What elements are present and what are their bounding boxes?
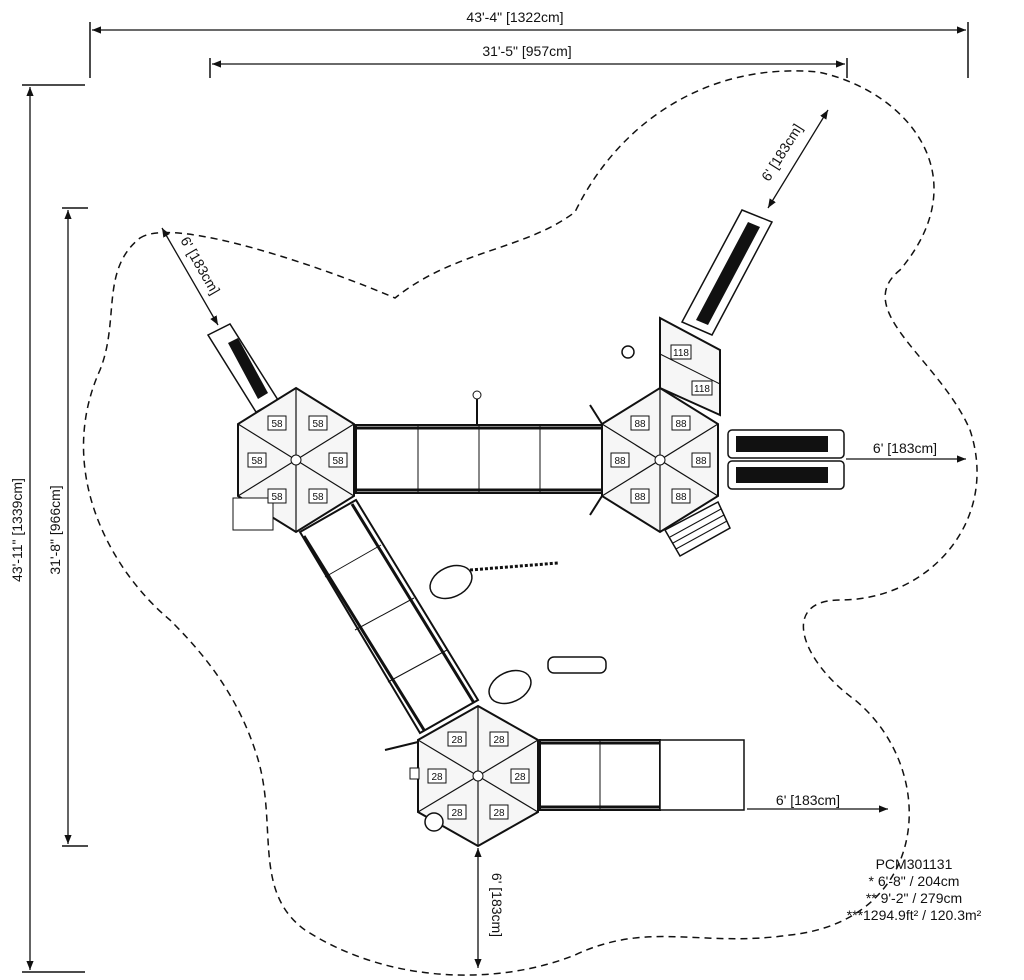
deck-height-label: 118 bbox=[673, 348, 689, 359]
zone-dimension-right: 6' [183cm] bbox=[846, 440, 966, 463]
deck-height-label: 28 bbox=[514, 772, 526, 783]
slide-top-left bbox=[206, 323, 280, 413]
bridge-bottom bbox=[539, 739, 745, 811]
spec-line-3: ***1294.9ft² / 120.3m² bbox=[846, 907, 982, 923]
deck-height-label: 88 bbox=[675, 492, 687, 503]
deck-height-label: 118 bbox=[694, 384, 710, 395]
overall-depth-dimension: 43'-11" [1339cm] bbox=[9, 84, 85, 973]
deck-height-label: 88 bbox=[614, 456, 626, 467]
use-zone-outline bbox=[82, 70, 978, 976]
zone-label-bottom-right: 6' [183cm] bbox=[776, 792, 840, 808]
deck-height-label: 88 bbox=[675, 419, 687, 430]
swing-seats bbox=[429, 561, 607, 705]
overall-depth-label: 43'-11" [1339cm] bbox=[9, 478, 25, 582]
deck-height-label: 28 bbox=[451, 735, 463, 746]
overall-width-dimension: 43'-4" [1322cm] bbox=[89, 9, 969, 78]
deck-height-labels-left: 58 58 58 58 58 58 bbox=[247, 415, 348, 504]
zone-dimension-bottom: 6' [183cm] bbox=[474, 848, 505, 968]
bridge-diagonal bbox=[298, 498, 480, 735]
structure-depth-dimension: 31'-8" [966cm] bbox=[47, 207, 88, 847]
deck-height-label: 88 bbox=[695, 456, 707, 467]
spec-line-2: ** 9'-2" / 279cm bbox=[865, 890, 963, 906]
zone-dimension-bottom-right: 6' [183cm] bbox=[747, 792, 888, 813]
zone-dimension-top-left: 6' [183cm] bbox=[161, 227, 223, 326]
zone-label-bottom: 6' [183cm] bbox=[489, 873, 505, 937]
deck-height-label: 58 bbox=[251, 456, 263, 467]
deck-height-label: 28 bbox=[493, 808, 505, 819]
zone-dimension-top-right: 6' [183cm] bbox=[758, 109, 829, 209]
deck-height-labels-bottom: 28 28 28 28 28 28 bbox=[427, 731, 530, 820]
zone-label-top-right: 6' [183cm] bbox=[758, 121, 806, 184]
deck-height-label: 58 bbox=[271, 492, 283, 503]
deck-height-label: 58 bbox=[312, 419, 324, 430]
deck-upper-right: 118 118 bbox=[621, 316, 721, 417]
deck-height-label: 58 bbox=[332, 456, 344, 467]
overall-width-label: 43'-4" [1322cm] bbox=[466, 9, 563, 25]
slide-right-double bbox=[727, 429, 845, 490]
deck-height-label: 58 bbox=[271, 419, 283, 430]
zone-label-right: 6' [183cm] bbox=[873, 440, 937, 456]
structure-depth-label: 31'-8" [966cm] bbox=[47, 485, 63, 574]
deck-height-label: 28 bbox=[493, 735, 505, 746]
deck-height-label: 88 bbox=[634, 419, 646, 430]
deck-height-label: 58 bbox=[312, 492, 324, 503]
bridge-top bbox=[355, 390, 603, 494]
structure-width-label: 31'-5" [957cm] bbox=[482, 43, 571, 59]
structure-width-dimension: 31'-5" [957cm] bbox=[209, 43, 848, 78]
product-spec-block: PCM301131 * 6'-8" / 204cm ** 9'-2" / 279… bbox=[814, 856, 1014, 924]
stairs-right bbox=[663, 500, 731, 558]
deck-height-label: 28 bbox=[451, 808, 463, 819]
deck-height-label: 88 bbox=[634, 492, 646, 503]
deck-height-labels-right: 88 88 88 88 88 88 bbox=[610, 415, 711, 504]
slide-top-right bbox=[680, 209, 774, 336]
model-number: PCM301131 bbox=[875, 856, 953, 872]
spec-line-1: * 6'-8" / 204cm bbox=[868, 873, 960, 889]
deck-height-label: 28 bbox=[431, 772, 443, 783]
